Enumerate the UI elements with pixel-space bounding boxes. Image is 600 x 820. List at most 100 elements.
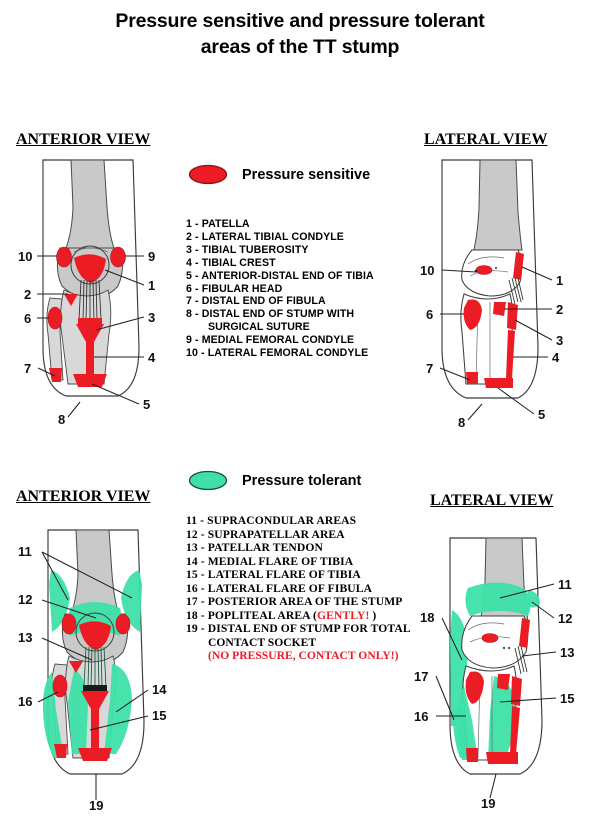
fig-label-15: 15 — [152, 708, 166, 723]
marker-16-lateral-flare-fibula — [457, 686, 478, 760]
fig-label-1: 1 — [148, 278, 155, 293]
marker-tibial-crest — [510, 706, 520, 754]
marker-anterior-distal-tibia — [486, 752, 518, 764]
figure-labels: 18 17 16 11 12 13 15 19 — [414, 577, 574, 811]
fig-label-14: 14 — [152, 682, 167, 697]
page-title-line1: Pressure sensitive and pressure tolerant — [115, 10, 485, 32]
fig-label-5: 5 — [143, 397, 150, 412]
fig-label-19: 19 — [89, 798, 103, 813]
marker-6-fibular-head — [47, 306, 63, 330]
marker-7-distal-fibula — [466, 372, 478, 384]
view-heading-lateral-sensitive: LATERAL VIEW — [424, 131, 548, 148]
legend-pressure-sensitive: Pressure sensitive — [188, 164, 370, 185]
page-title: Pressure sensitive and pressure tolerant… — [0, 8, 600, 60]
legend-tolerant-label: Pressure tolerant — [242, 472, 362, 489]
marker-13-patellar-tendon — [83, 646, 107, 688]
marker-patella — [519, 618, 530, 648]
fig-label-7: 7 — [24, 361, 31, 376]
fig-label-16: 16 — [414, 709, 428, 724]
tolerant-legend-list: 11 - SUPRACONDULAR AREAS 12 - SUPRAPATEL… — [186, 514, 411, 663]
list-item: 9 - MEDIAL FEMORAL CONDYLE — [186, 334, 355, 347]
marker-fibular-head — [52, 674, 68, 698]
list-item-continuation: SURGICAL SUTURE — [208, 321, 310, 334]
marker-10-lateral-femoral-condyle — [56, 246, 72, 268]
view-heading-lateral-tolerant: LATERAL VIEW — [430, 492, 554, 509]
fig-label-6: 6 — [24, 311, 31, 326]
list-item-emphasis: GENTLY! — [316, 608, 370, 622]
fig-label-2: 2 — [24, 287, 31, 302]
patellar-tendon — [508, 277, 524, 305]
list-item: 6 - FIBULAR HEAD — [186, 282, 283, 295]
marker-14-medial-flare-tibia — [104, 664, 132, 754]
marker-lateral-tibial-condyle — [69, 661, 83, 673]
fig-label-13: 13 — [560, 645, 574, 660]
fig-label-5: 5 — [538, 407, 545, 422]
femur-bone — [461, 159, 523, 297]
list-item: 10 - LATERAL FEMORAL CONDYLE — [186, 347, 369, 360]
marker-medial-femoral-condyle — [115, 613, 131, 635]
fig-label-12: 12 — [558, 611, 572, 626]
fig-label-3: 3 — [148, 310, 155, 325]
marker-2-lateral-tibial-condyle — [493, 302, 506, 316]
list-item: 15 - LATERAL FLARE OF TIBIA — [186, 568, 361, 581]
list-item: 7 - DISTAL END OF FIBULA — [186, 295, 326, 308]
marker-9-medial-femoral-condyle — [110, 246, 126, 268]
marker-tibial-crest — [81, 691, 109, 748]
fig-label-8: 8 — [58, 412, 65, 427]
marker-distal-fibula — [466, 748, 478, 762]
marker-lateral-tibial-condyle — [497, 674, 510, 690]
fig-label-18: 18 — [420, 610, 434, 625]
marker-11-supracondylar — [465, 582, 531, 616]
fig-label-11: 11 — [558, 577, 572, 592]
marker-7-distal-fibula — [49, 368, 62, 382]
list-item: 17 - POSTERIOR AREA OF THE STUMP — [186, 595, 403, 608]
figure-labels: 10 6 7 8 1 2 3 4 5 — [420, 263, 563, 430]
marker-5-anterior-distal-tibia — [484, 378, 513, 388]
list-item: 3 - TIBIAL TUBEROSITY — [186, 243, 309, 256]
list-item: 8 - DISTAL END OF STUMP WITH — [186, 308, 355, 321]
list-item: 19 - DISTAL END OF STUMP FOR TOTAL — [186, 622, 411, 635]
fig-label-10: 10 — [18, 249, 32, 264]
fig-label-15: 15 — [560, 691, 574, 706]
marker-patella — [79, 621, 111, 650]
fig-label-13: 13 — [18, 630, 32, 645]
marker-lateral-femoral-condyle — [61, 613, 77, 635]
fig-label-1: 1 — [556, 273, 563, 288]
legend-sensitive-label: Pressure sensitive — [242, 166, 371, 183]
fig-label-10: 10 — [420, 263, 434, 278]
fig-label-3: 3 — [556, 333, 563, 348]
legend-pressure-tolerant: Pressure tolerant — [188, 470, 361, 491]
red-ellipse-icon — [188, 164, 228, 185]
list-item: 5 - ANTERIOR-DISTAL END OF TIBIA — [186, 269, 374, 282]
list-item-text-after: ) — [369, 608, 377, 622]
green-ellipse-icon — [188, 470, 228, 491]
list-item: 13 - PATELLAR TENDON — [186, 541, 323, 554]
list-item: 11 - SUPRACONDULAR AREAS — [186, 514, 357, 527]
view-heading-anterior-tolerant: ANTERIOR VIEW — [16, 488, 151, 505]
list-item: 1 - PATELLA — [186, 218, 250, 230]
marker-lateral-femoral-condyle — [481, 633, 499, 643]
fig-label-4: 4 — [148, 350, 156, 365]
figure-lateral-tolerant: 18 17 16 11 12 13 15 19 — [408, 520, 593, 811]
fig-label-11: 11 — [18, 544, 32, 559]
figure-leader-lines — [439, 266, 553, 421]
marker-tibial-tuberosity — [511, 676, 522, 706]
marker-13-patellar-tendon — [514, 645, 528, 675]
list-item: 4 - TIBIAL CREST — [186, 256, 276, 269]
fig-label-12: 12 — [18, 592, 32, 607]
marker-4-tibial-crest — [506, 330, 515, 378]
fig-label-17: 17 — [414, 669, 428, 684]
fig-label-7: 7 — [426, 361, 433, 376]
marker-fibular-head — [465, 671, 484, 704]
marker-6-fibular-head — [463, 299, 482, 330]
list-item-text: 18 - POPLITEAL AREA ( — [186, 608, 317, 622]
marker-5-anterior-distal-tibia — [73, 374, 107, 387]
fig-label-4: 4 — [552, 350, 560, 365]
fig-label-2: 2 — [556, 302, 563, 317]
fig-label-8: 8 — [458, 415, 465, 430]
list-item: 2 - LATERAL TIBIAL CONDYLE — [186, 230, 344, 243]
marker-anterior-distal-tibia — [78, 748, 112, 761]
fig-label-6: 6 — [426, 307, 433, 322]
marker-distal-fibula — [54, 744, 67, 758]
list-item: 16 - LATERAL FLARE OF FIBULA — [186, 581, 373, 595]
